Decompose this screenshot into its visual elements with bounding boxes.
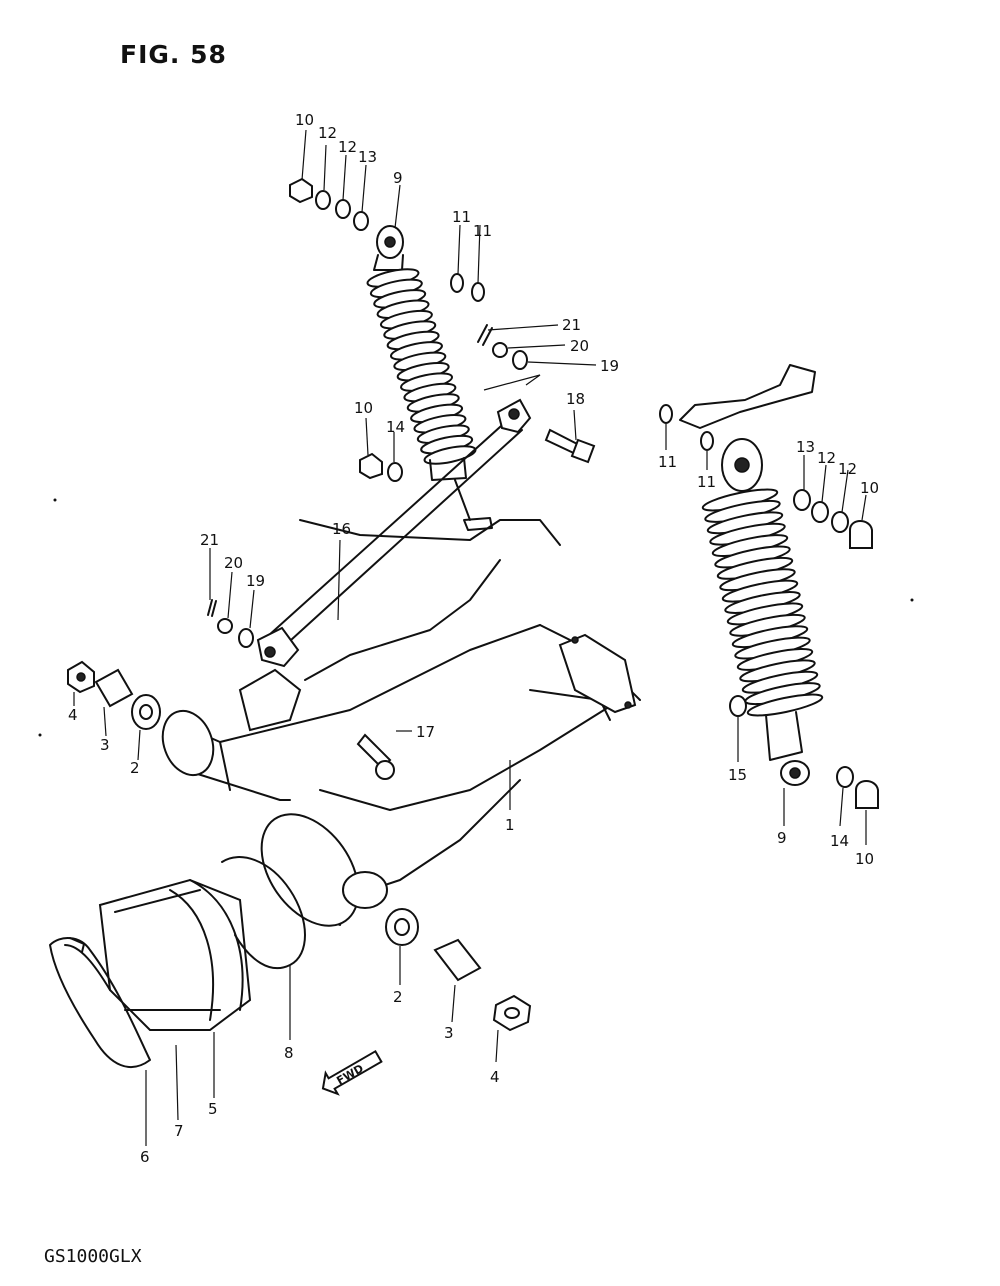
- callout-17: 17: [416, 723, 435, 741]
- callout-7: 7: [174, 1122, 184, 1140]
- callout-13-a: 13: [358, 148, 377, 166]
- callout-21-left: 21: [200, 531, 219, 549]
- callout-12-d: 12: [838, 460, 857, 478]
- callout-14-a: 14: [386, 418, 405, 436]
- callout-8: 8: [284, 1044, 294, 1062]
- callout-13-b: 13: [796, 438, 815, 456]
- callout-11-d: 11: [697, 473, 716, 491]
- leader-lines: [73, 129, 867, 1146]
- callout-2-right: 2: [393, 988, 403, 1006]
- callout-18: 18: [566, 390, 585, 408]
- callout-15: 15: [728, 766, 747, 784]
- spring-coil: [746, 693, 824, 717]
- rubber-boot: [98, 878, 252, 1031]
- callout-6: 6: [140, 1148, 150, 1166]
- callout-1: 1: [505, 816, 515, 834]
- callout-10-bottom: 10: [855, 850, 874, 868]
- small-hardware: [207, 177, 879, 809]
- callout-14-b: 14: [830, 832, 849, 850]
- bolt-17: [356, 733, 395, 780]
- right-pivot-hardware: [385, 908, 532, 1032]
- figure-title: FIG. 58: [120, 40, 227, 69]
- forward-direction-badge: FWD: [321, 1049, 383, 1096]
- o-ring: [221, 856, 306, 970]
- callout-4-right: 4: [490, 1068, 500, 1086]
- callout-labels: 1 2 2 3 3 4 4 5 6 7 8 9 9 10 10 10 10 11…: [68, 111, 879, 1166]
- callout-21-right: 21: [562, 316, 581, 334]
- callout-19-right: 19: [600, 357, 619, 375]
- callout-3-left: 3: [100, 736, 110, 754]
- callout-12-a: 12: [318, 124, 337, 142]
- callout-10-top: 10: [295, 111, 314, 129]
- callout-12-c: 12: [817, 449, 836, 467]
- callout-10-mid: 10: [354, 399, 373, 417]
- model-code: GS1000GLX: [44, 1246, 142, 1267]
- callout-9-left: 9: [393, 169, 403, 187]
- callout-3-right: 3: [444, 1024, 454, 1042]
- callout-5: 5: [208, 1100, 218, 1118]
- callout-9-right: 9: [777, 829, 787, 847]
- callout-16: 16: [332, 520, 351, 538]
- bolt-18: [544, 428, 596, 464]
- boot-clamp: [49, 937, 151, 1069]
- left-pivot-hardware: [67, 660, 161, 730]
- callout-4-left: 4: [68, 706, 78, 724]
- callout-2-left: 2: [130, 759, 140, 777]
- callout-20-left: 20: [224, 554, 243, 572]
- left-shock-absorber: [366, 225, 493, 531]
- callout-20-right: 20: [570, 337, 589, 355]
- callout-11-a: 11: [452, 208, 471, 226]
- callout-11-c: 11: [658, 453, 677, 471]
- callout-10-right: 10: [860, 479, 879, 497]
- torque-rod: [256, 398, 532, 668]
- callout-11-b: 11: [473, 222, 492, 240]
- callout-12-b: 12: [338, 138, 357, 156]
- callout-19-left: 19: [246, 572, 265, 590]
- swing-arm: [161, 519, 641, 927]
